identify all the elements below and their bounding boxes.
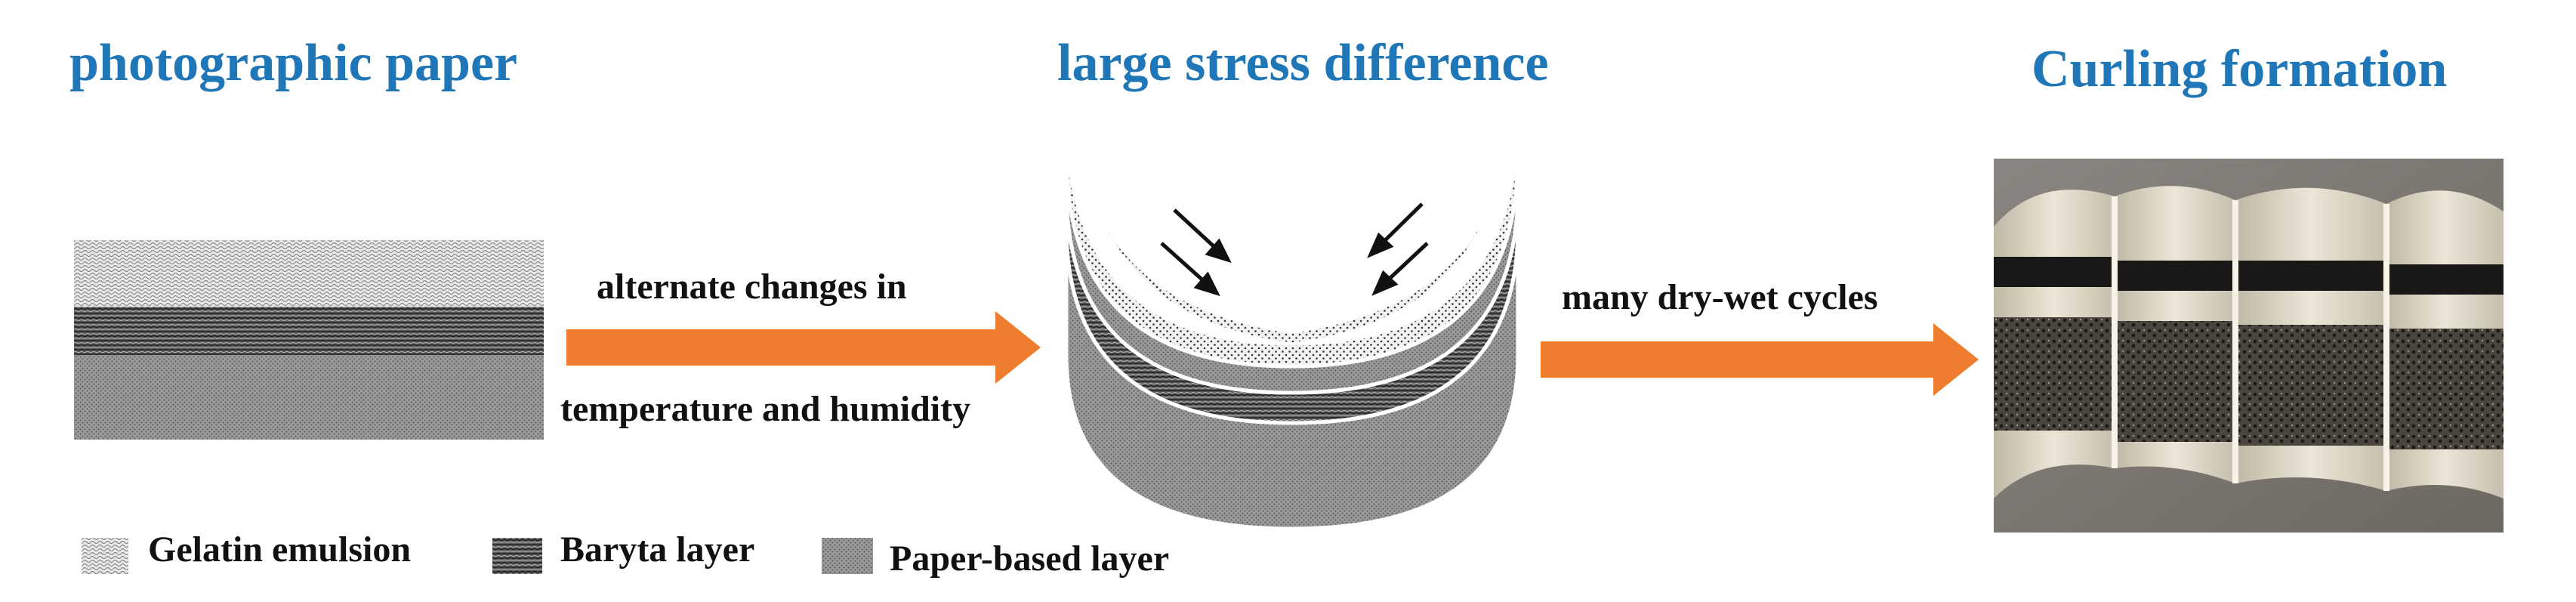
curled-gelatin-inner <box>1077 113 1509 345</box>
title-curling-formation: Curling formation <box>2031 40 2448 98</box>
flat-baryta-layer <box>74 307 544 355</box>
stress-arrow-left-1-head <box>1205 238 1232 264</box>
arrow1-label-bottom: temperature and humidity <box>560 389 971 429</box>
curled-photo-panel-4 <box>2386 190 2504 499</box>
flat-gelatin-layer <box>74 240 544 307</box>
legend-label-baryta: Baryta layer <box>560 529 755 570</box>
arrow1-label-top: alternate changes in <box>597 267 907 307</box>
title-photographic-paper: photographic paper <box>69 34 518 92</box>
stress-arrow-right-1-head <box>1367 232 1394 258</box>
curled-photo-image <box>1994 159 2504 533</box>
arrow2-label: many dry-wet cycles <box>1562 277 1878 317</box>
legend-label-paper: Paper-based layer <box>890 539 1170 579</box>
stress-arrow-left-2-head <box>1193 271 1220 297</box>
curled-photo-panel-2 <box>2115 186 2235 483</box>
curled-gelatin-layer <box>1064 113 1520 369</box>
legend-label-gelatin: Gelatin emulsion <box>148 529 412 570</box>
curled-photo-panel-1 <box>1994 190 2115 499</box>
flat-paper-stack <box>74 240 544 440</box>
curled-photo-panel-3 <box>2235 187 2386 491</box>
title-large-stress-difference: large stress difference <box>1057 34 1549 92</box>
legend-swatch-paper <box>822 538 873 574</box>
legend-swatch-baryta <box>492 538 542 574</box>
curled-paper-stack <box>1064 113 1520 531</box>
legend-swatch-gelatin <box>82 538 128 574</box>
stress-arrow-right-2-head <box>1371 270 1399 296</box>
arrow-1 <box>566 311 1041 384</box>
stress-arrows <box>1160 202 1429 297</box>
arrow-2 <box>1541 323 1979 396</box>
flat-paper-layer <box>74 355 544 440</box>
